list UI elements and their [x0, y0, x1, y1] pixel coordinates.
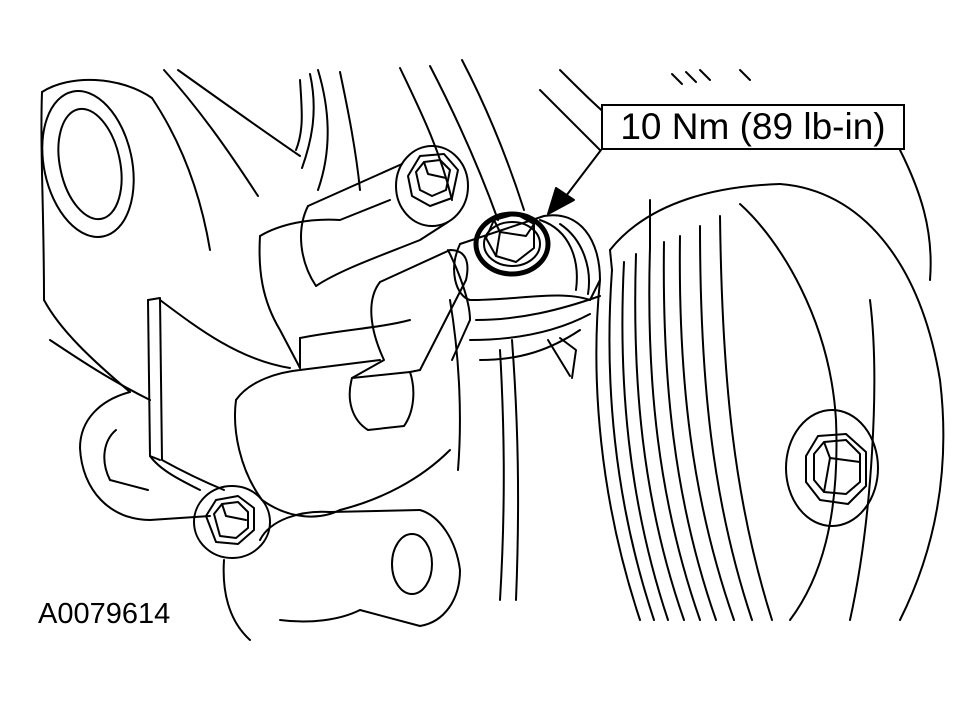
hex-bolt-highlighted: [473, 211, 551, 277]
upper-left-boss: [41, 90, 135, 238]
tensioner-lever: [348, 249, 471, 431]
hex-bolt-pulley: [785, 409, 879, 527]
torque-callout: 10 Nm (89 lb-in): [601, 104, 905, 150]
lower-bracket: [79, 391, 461, 641]
mounting-bracket: [147, 297, 291, 491]
background-hatching: [539, 69, 932, 281]
hex-bolt-lower-left: [193, 485, 271, 559]
pulley: [595, 183, 945, 621]
tensioner-body: [234, 199, 451, 518]
figure-id: A0079614: [38, 598, 171, 630]
upper-cylinder-boss: [300, 145, 469, 287]
hex-bolt-upper: [407, 153, 459, 207]
callout-leader: [547, 149, 602, 215]
engine-block: [40, 59, 525, 401]
torque-spec-label: 10 Nm (89 lb-in): [620, 106, 886, 147]
arm-column: [449, 299, 520, 601]
